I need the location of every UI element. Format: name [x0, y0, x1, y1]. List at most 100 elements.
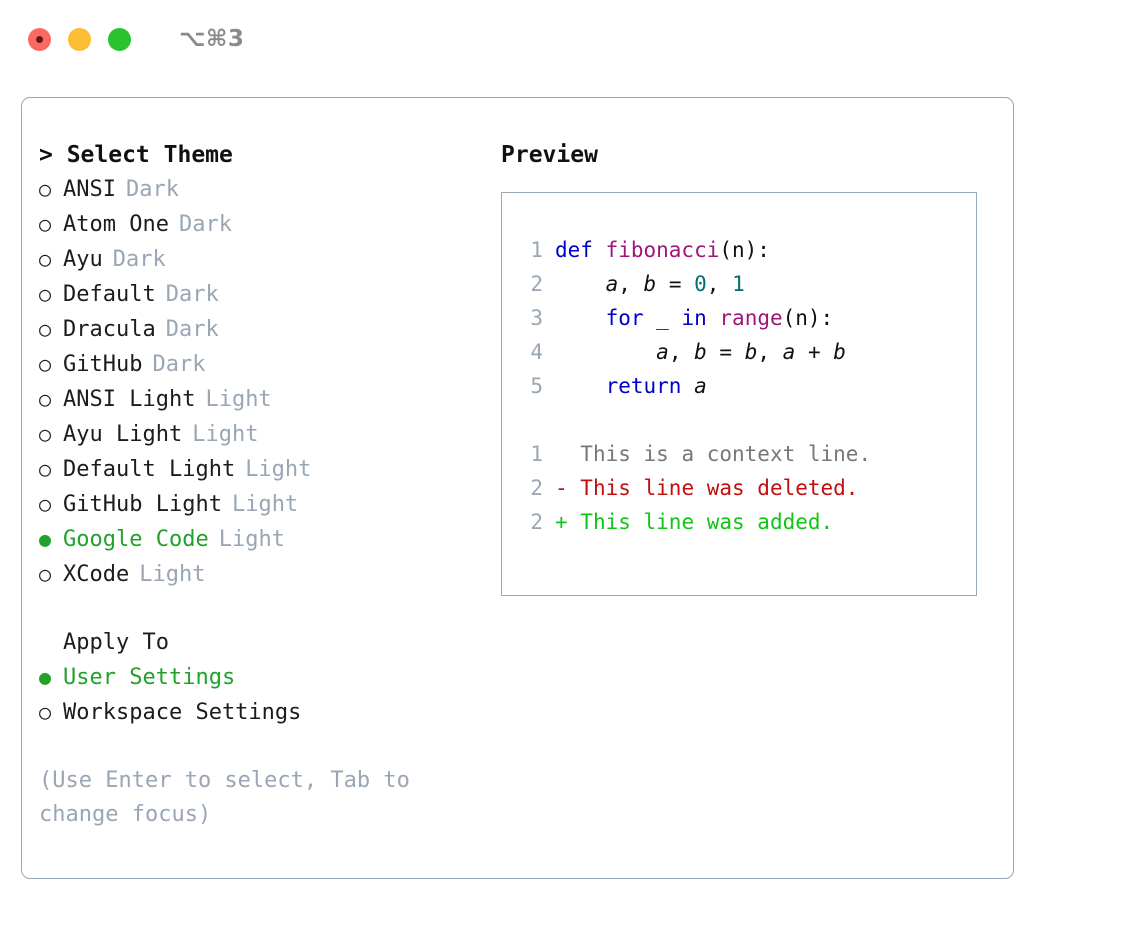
diff-line: 2- This line was deleted.: [517, 471, 976, 505]
radio-selected-icon[interactable]: ●: [39, 665, 52, 689]
radio-unselected-icon[interactable]: ○: [39, 387, 52, 411]
keyboard-hint-text: (Use Enter to select, Tab to change focu…: [39, 768, 424, 827]
theme-name: Google Code: [63, 527, 209, 552]
code-text: return a: [605, 374, 707, 398]
apply-option-user-settings[interactable]: ● User Settings: [39, 660, 489, 695]
theme-variant-badge: Dark: [165, 317, 219, 342]
line-number: 3: [530, 306, 543, 330]
theme-name: Dracula: [63, 317, 156, 342]
theme-name: Default: [63, 282, 156, 307]
theme-variant-badge: Light: [245, 457, 312, 482]
radio-unselected-icon[interactable]: ○: [39, 457, 52, 481]
radio-unselected-icon[interactable]: ○: [39, 177, 52, 201]
line-number: 2: [530, 272, 543, 296]
theme-variant-badge: Light: [218, 527, 285, 552]
theme-option-ansi-light[interactable]: ○ ANSI Light Light: [39, 382, 489, 417]
radio-unselected-icon[interactable]: ○: [39, 422, 52, 446]
radio-unselected-icon[interactable]: ○: [39, 352, 52, 376]
code-text: a, b = 0, 1: [605, 272, 745, 296]
diff-text: This line was added.: [580, 510, 834, 534]
theme-variant-badge: Light: [192, 422, 259, 447]
apply-to-heading: Apply To: [63, 630, 169, 655]
theme-option-google-code[interactable]: ● Google Code Light: [39, 522, 489, 557]
window-controls: [28, 27, 131, 51]
radio-unselected-icon[interactable]: ○: [39, 247, 52, 271]
theme-option-ansi[interactable]: ○ ANSI Dark: [39, 172, 489, 207]
select-theme-heading: > Select Theme: [39, 142, 233, 168]
theme-option-xcode[interactable]: ○ XCode Light: [39, 557, 489, 592]
line-number: 1: [530, 238, 543, 262]
theme-variant-badge: Light: [231, 492, 299, 517]
diff-preview: 1 This is a context line.2- This line wa…: [517, 437, 976, 539]
radio-unselected-icon[interactable]: ○: [39, 212, 52, 236]
line-number: 2: [530, 476, 543, 500]
theme-option-default-light[interactable]: ○ Default Light Light: [39, 452, 489, 487]
diff-line: 2 + This line was added.: [517, 505, 976, 539]
code-text: def fibonacci(n):: [555, 238, 770, 262]
diff-text: This line was deleted.: [580, 476, 859, 500]
diff-marker: [555, 437, 580, 471]
minimize-button[interactable]: [68, 27, 91, 51]
radio-unselected-icon[interactable]: ○: [39, 282, 52, 306]
theme-option-ayu[interactable]: ○ Ayu Dark: [39, 242, 489, 277]
code-line: 5 return a: [517, 369, 976, 403]
theme-option-ayu-light[interactable]: ○ Ayu Light Light: [39, 417, 489, 452]
zoom-button[interactable]: [108, 27, 131, 51]
radio-unselected-icon[interactable]: ○: [39, 492, 52, 516]
keyboard-shortcut-label: ⌥⌘3: [179, 26, 245, 52]
close-button[interactable]: [28, 27, 51, 51]
radio-unselected-icon[interactable]: ○: [39, 317, 52, 341]
title-bar: ⌥⌘3: [0, 0, 1140, 78]
code-text: for _ in range(n):: [605, 306, 834, 330]
theme-name: GitHub Light: [63, 492, 222, 517]
line-number: 2: [530, 510, 543, 534]
theme-name: Ayu: [63, 247, 103, 272]
theme-variant-badge: Dark: [165, 282, 219, 307]
theme-variant-badge: Light: [205, 387, 272, 412]
code-line: 2 a, b = 0, 1: [517, 267, 976, 301]
diff-marker: -: [555, 476, 581, 500]
theme-name: GitHub: [63, 352, 143, 377]
apply-to-list[interactable]: ● User Settings ○ Workspace Settings: [39, 660, 489, 730]
theme-name: ANSI: [63, 177, 116, 202]
line-number: 1: [530, 442, 543, 466]
diff-text: This is a context line.: [580, 442, 872, 466]
radio-selected-icon[interactable]: ●: [39, 527, 52, 551]
theme-name: Atom One: [63, 212, 169, 237]
theme-variant-badge: Light: [139, 562, 206, 587]
code-text: a, b = b, a + b: [656, 340, 846, 364]
code-line: 3 for _ in range(n):: [517, 301, 976, 335]
theme-name: XCode: [63, 562, 130, 587]
diff-marker: +: [555, 510, 581, 534]
theme-name: Ayu Light: [63, 422, 183, 447]
theme-variant-badge: Dark: [178, 212, 232, 237]
preview-heading: Preview: [501, 142, 598, 168]
line-number: 5: [530, 374, 543, 398]
theme-option-atom-one[interactable]: ○ Atom One Dark: [39, 207, 489, 242]
apply-option-label: User Settings: [63, 665, 236, 690]
radio-unselected-icon[interactable]: ○: [39, 562, 52, 586]
theme-name: ANSI Light: [63, 387, 196, 412]
preview-spacer: [517, 403, 976, 437]
theme-option-default[interactable]: ○ Default Dark: [39, 277, 489, 312]
theme-name: Default Light: [63, 457, 236, 482]
theme-variant-badge: Dark: [112, 247, 166, 272]
theme-variant-badge: Dark: [152, 352, 206, 377]
radio-unselected-icon[interactable]: ○: [39, 700, 52, 724]
apply-option-workspace-settings[interactable]: ○ Workspace Settings: [39, 695, 489, 730]
apply-option-label: Workspace Settings: [63, 700, 302, 725]
theme-option-github[interactable]: ○ GitHub Dark: [39, 347, 489, 382]
theme-option-github-light[interactable]: ○ GitHub Light Light: [39, 487, 489, 522]
theme-option-dracula[interactable]: ○ Dracula Dark: [39, 312, 489, 347]
code-line: 1 def fibonacci(n):: [517, 233, 976, 267]
diff-line: 1 This is a context line.: [517, 437, 976, 471]
theme-variant-badge: Dark: [125, 177, 179, 202]
code-line: 4 a, b = b, a + b: [517, 335, 976, 369]
